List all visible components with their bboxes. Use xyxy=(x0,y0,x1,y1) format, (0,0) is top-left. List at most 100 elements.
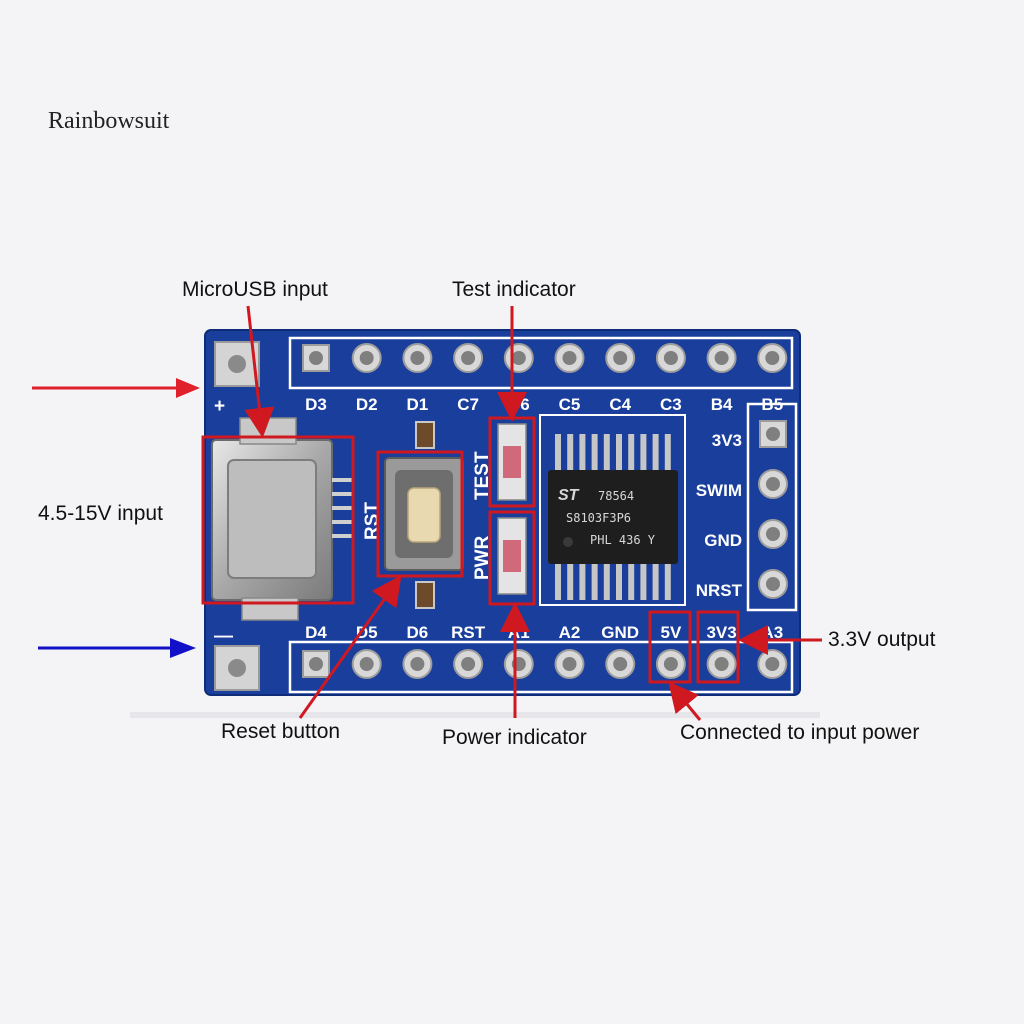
chip-line-3: PHL 436 Y xyxy=(590,533,656,547)
chip-leg xyxy=(652,562,659,600)
right-header-outline xyxy=(746,402,798,612)
top-header-outline xyxy=(288,336,794,390)
chip-leg xyxy=(567,434,574,472)
chip-leg xyxy=(591,562,598,600)
bottom-pin-label: A1 xyxy=(508,623,530,642)
top-pin-9 xyxy=(757,343,788,373)
reset-pointer xyxy=(298,575,402,719)
top-pin-label: D1 xyxy=(407,395,429,414)
bottom-pin-label: D6 xyxy=(407,623,429,642)
chip-leg xyxy=(664,434,671,472)
chip-leg xyxy=(616,434,622,472)
minus-label: — xyxy=(214,626,233,647)
bottom-pin-label: 3V3 xyxy=(706,623,736,642)
brand-watermark: Rainbowsuit xyxy=(48,108,170,134)
microusb-connector xyxy=(211,417,354,621)
test-led xyxy=(497,423,527,501)
top-pin-5 xyxy=(554,343,585,373)
right-pin-label: 3V3 xyxy=(712,431,742,450)
chip-leg xyxy=(628,434,635,472)
right-pin-1 xyxy=(758,469,788,499)
top-pin-label: D2 xyxy=(356,395,378,414)
connected-pointer xyxy=(668,681,702,721)
bottom-pin-0 xyxy=(302,650,330,678)
test-indicator-callout: Test indicator xyxy=(452,278,576,301)
right-pin-0 xyxy=(759,420,787,448)
bottom-header-outline xyxy=(288,640,794,694)
plus-label: + xyxy=(214,396,225,417)
microusb-callout: MicroUSB input xyxy=(182,278,328,301)
chip-leg xyxy=(603,562,610,600)
bottom-pin-label: 5V xyxy=(661,623,682,642)
minus-pad-hole xyxy=(228,659,246,677)
microusb-highlight xyxy=(201,435,355,605)
bottom-pin-3 xyxy=(453,649,484,679)
chip-legs-bottom xyxy=(555,562,671,600)
resistor-top xyxy=(415,421,435,449)
top-pin-6 xyxy=(605,343,636,373)
top-pin-0 xyxy=(302,344,330,372)
top-pin-label: C7 xyxy=(457,395,479,414)
chip-body xyxy=(548,470,678,564)
top-pin-2 xyxy=(402,343,433,373)
top-pin-7 xyxy=(655,343,686,373)
chip-pin1-dot xyxy=(563,537,573,547)
minus-pad xyxy=(214,645,260,691)
chip-leg xyxy=(567,562,574,600)
chip-leg xyxy=(579,434,586,472)
rst-silkscreen: RST xyxy=(362,502,383,540)
top-pin-label: D3 xyxy=(305,395,327,414)
top-pin-3 xyxy=(453,343,484,373)
plus-pad-hole xyxy=(228,355,246,373)
bottom-pin-5 xyxy=(554,649,585,679)
pwr-silkscreen: PWR xyxy=(472,535,493,580)
reset-switch xyxy=(384,457,464,571)
chip-leg xyxy=(579,562,586,600)
chip-leg xyxy=(628,562,635,600)
reset-highlight xyxy=(376,450,464,578)
right-pin-label: GND xyxy=(704,531,742,550)
top-pin-label: C3 xyxy=(660,395,682,414)
chip-leg xyxy=(591,434,598,472)
chip-leg xyxy=(640,562,647,600)
resistor-bottom xyxy=(415,581,435,609)
output-callout: 3.3V output xyxy=(828,628,936,651)
chip-leg xyxy=(555,562,561,600)
chip-leg xyxy=(616,562,622,600)
chip-leg xyxy=(652,434,659,472)
right-pin-label: SWIM xyxy=(696,481,742,500)
power-indicator-callout: Power indicator xyxy=(442,726,587,749)
right-pin-3 xyxy=(758,569,788,599)
bottom-pin-4 xyxy=(503,649,534,679)
bottom-pin-7 xyxy=(655,649,686,679)
bottom-pin-label: RST xyxy=(451,623,486,642)
power-led xyxy=(497,517,527,595)
top-pin-label: C4 xyxy=(609,395,631,414)
chip-leg xyxy=(555,434,561,472)
mcu-chip: ST 78564 S8103F3P6 PHL 436 Y xyxy=(548,434,678,600)
bottom-pin-9 xyxy=(757,649,788,679)
pcb-shadow xyxy=(130,712,820,718)
chip-outline xyxy=(539,414,686,606)
right-pin-label: NRST xyxy=(696,581,743,600)
top-pin-1 xyxy=(351,343,382,373)
bottom-pin-label: A2 xyxy=(559,623,581,642)
chip-leg xyxy=(664,562,671,600)
chip-legs-top xyxy=(555,434,671,472)
microusb-pointer xyxy=(244,305,275,438)
chip-leg xyxy=(603,434,610,472)
top-pin-label: B5 xyxy=(761,395,783,414)
chip-leg xyxy=(640,434,647,472)
positive-arrow-head xyxy=(176,378,200,398)
bottom-pin-2 xyxy=(402,649,433,679)
top-pin-8 xyxy=(706,343,737,373)
test-silkscreen: TEST xyxy=(472,451,493,500)
bottom-pin-label: D5 xyxy=(356,623,378,642)
reset-button-callout: Reset button xyxy=(221,720,341,743)
input-range-callout: 4.5-15V input xyxy=(38,502,163,525)
chip-line-2: S8103F3P6 xyxy=(566,511,631,525)
